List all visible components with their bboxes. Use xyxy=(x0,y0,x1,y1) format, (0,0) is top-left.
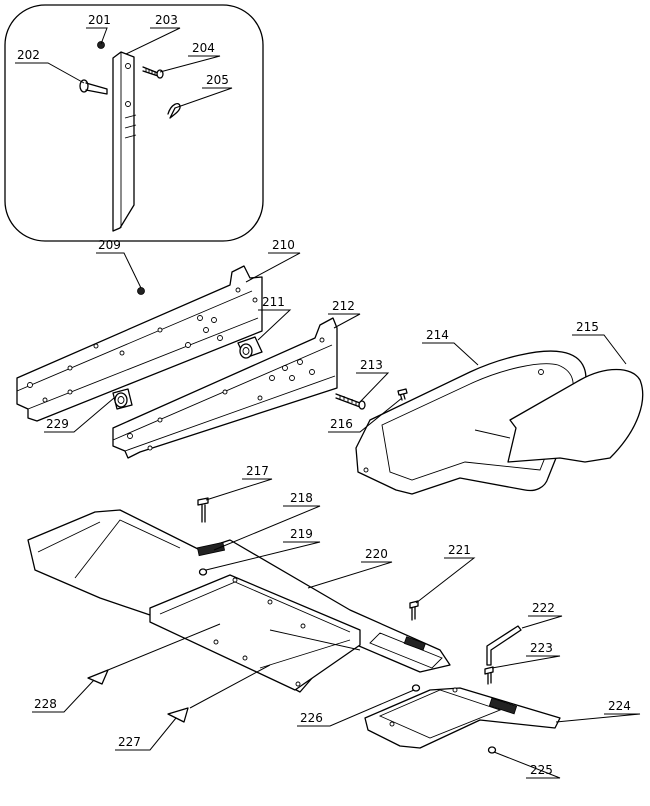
screw-217 xyxy=(197,497,209,523)
riving-knife xyxy=(112,51,137,232)
callout-214: 214 xyxy=(426,328,449,342)
table-plate-220 xyxy=(27,509,451,693)
wedge-228 xyxy=(87,669,109,685)
nut-225 xyxy=(487,746,497,754)
spacer-229 xyxy=(112,388,133,410)
clip-205 xyxy=(167,103,181,119)
callout-213: 213 xyxy=(360,358,383,372)
callout-211: 211 xyxy=(262,295,285,309)
callout-218: 218 xyxy=(290,491,313,505)
inset-detail-panel xyxy=(4,4,264,242)
callout-225: 225 xyxy=(530,763,553,777)
callout-201: 201 xyxy=(88,13,111,27)
callout-223: 223 xyxy=(530,641,553,655)
callout-228: 228 xyxy=(34,697,57,711)
blade-guard-215 xyxy=(474,368,644,463)
wedge-227 xyxy=(167,707,189,723)
screw-216 xyxy=(397,388,408,401)
callout-202: 202 xyxy=(17,48,40,62)
nut-201 xyxy=(97,41,105,49)
hex-key-222 xyxy=(486,625,522,666)
rear-rail-210 xyxy=(16,265,263,422)
callout-labels: 201 202 203 204 205 209 210 211 212 213 … xyxy=(17,13,631,777)
front-rail-212 xyxy=(112,317,338,459)
callout-215: 215 xyxy=(576,320,599,334)
callout-216: 216 xyxy=(330,417,353,431)
callout-217: 217 xyxy=(246,464,269,478)
bolt-213 xyxy=(335,393,366,410)
callout-210: 210 xyxy=(272,238,295,252)
inset-frame xyxy=(4,4,264,242)
callout-229: 229 xyxy=(46,417,69,431)
leader-lines xyxy=(15,27,641,779)
nut-209 xyxy=(137,287,145,295)
callout-221: 221 xyxy=(448,543,471,557)
screw-221 xyxy=(409,600,419,621)
callout-224: 224 xyxy=(608,699,631,713)
screw-223 xyxy=(484,666,494,685)
callout-219: 219 xyxy=(290,527,313,541)
callout-205: 205 xyxy=(206,73,229,87)
callout-220: 220 xyxy=(365,547,388,561)
pin-202 xyxy=(79,79,108,95)
callout-212: 212 xyxy=(332,299,355,313)
callout-204: 204 xyxy=(192,41,215,55)
callout-222: 222 xyxy=(532,601,555,615)
spacer-211 xyxy=(237,336,263,359)
callout-227: 227 xyxy=(118,735,141,749)
nut-226 xyxy=(411,684,421,692)
callout-203: 203 xyxy=(155,13,178,27)
table-plate-224 xyxy=(364,687,561,749)
callout-209: 209 xyxy=(98,238,121,252)
screw-204 xyxy=(142,66,164,79)
callout-226: 226 xyxy=(300,711,323,725)
nut-219 xyxy=(198,568,208,576)
